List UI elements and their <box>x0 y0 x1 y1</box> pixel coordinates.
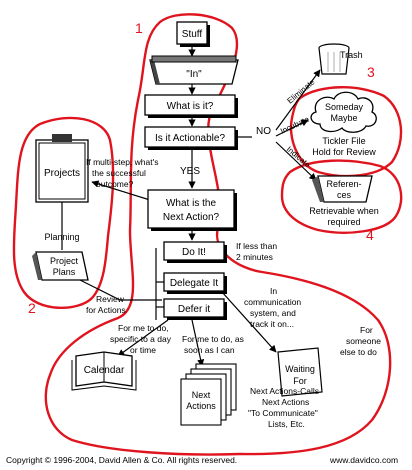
in-tray: "In" <box>149 55 239 85</box>
lists-label-1: Next Actions-Calls <box>250 386 319 396</box>
me-soon-label-1: For me to do, as <box>182 334 244 344</box>
tickler-label-2: Hold for Review <box>312 147 376 157</box>
someone-label-2: someone <box>346 336 381 346</box>
comm-label-2: communication <box>244 297 301 307</box>
references-label-1: Referen- <box>326 179 361 189</box>
planning-label: Planning <box>44 232 79 242</box>
arrow-indicate <box>275 141 317 181</box>
arrow-delegate-waiting <box>221 291 277 353</box>
region-4-outline <box>280 159 403 234</box>
someone-label-3: else to do <box>340 347 377 357</box>
defer-it-label: Defer it <box>178 304 210 315</box>
region-number-4: 4 <box>366 227 374 243</box>
region-2-outline <box>12 116 115 309</box>
project-plans-folder-icon: Project Plans <box>32 251 89 281</box>
multistep-label-3: outcome? <box>96 179 134 189</box>
comm-label-1: In <box>270 286 277 296</box>
region-number-3: 3 <box>367 64 375 80</box>
arrow-eliminate <box>275 69 321 131</box>
someday-maybe-cloud: Someday Maybe <box>310 91 377 133</box>
do-it-label: Do It! <box>182 247 206 258</box>
comm-label-4: track it on... <box>250 319 294 329</box>
next-action-box: What is the Next Action? <box>147 189 237 231</box>
review-label-1: Review <box>96 294 125 304</box>
calendar-label: Calendar <box>84 365 125 376</box>
lists-label-2: Next Actions <box>262 397 309 407</box>
waiting-for-paper-icon: Waiting For <box>277 347 323 397</box>
references-label-2: ces <box>337 190 352 200</box>
someone-label-1: For <box>360 325 373 335</box>
region-3-outline <box>289 86 403 178</box>
projects-label: Projects <box>44 168 80 179</box>
multistep-label-1: If multi-step, what's <box>86 157 158 167</box>
project-plans-label-1: Project <box>50 256 79 266</box>
region-number-2: 2 <box>28 300 36 316</box>
lists-label-4: Lists, Etc. <box>268 419 305 429</box>
actionable-label: Is it Actionable? <box>155 133 225 144</box>
me-day-label-3: or time <box>130 345 156 355</box>
do-it-box: Do It! <box>163 241 227 263</box>
waiting-label-2: For <box>293 376 307 386</box>
calendar-book-icon: Calendar <box>71 351 137 391</box>
next-actions-label-1: Next <box>192 390 211 400</box>
in-label: "In" <box>186 69 202 80</box>
actionable-box: Is it Actionable? <box>144 126 238 150</box>
projects-clipboard-icon: Projects <box>35 134 89 203</box>
lists-label-3: "To Communicate" <box>248 408 318 418</box>
copyright-text: Copyright © 1996-2004, David Allen & Co.… <box>6 455 237 465</box>
no-label: NO <box>256 126 271 137</box>
less2-label-2: 2 minutes <box>236 252 273 262</box>
trash-can-icon: Trash <box>318 43 363 75</box>
me-day-label-1: For me to do, <box>118 323 169 333</box>
delegate-it-box: Delegate It <box>163 272 227 294</box>
retrievable-label-2: required <box>327 217 360 227</box>
review-label-2: for Actions <box>86 305 126 315</box>
next-action-label-1: What is the <box>166 198 216 209</box>
me-soon-label-2: soon as I can <box>184 345 235 355</box>
someday-label-1: Someday <box>325 102 364 112</box>
waiting-label-1: Waiting <box>285 364 315 374</box>
incubate-label: Incubate <box>279 114 311 135</box>
arrow-defer-nextactions <box>191 319 205 367</box>
me-day-label-2: specific to a day <box>110 334 172 344</box>
yes-label: YES <box>180 166 200 177</box>
someday-label-2: Maybe <box>330 113 357 123</box>
less2-label-1: If less than <box>236 241 277 251</box>
website-text: www.davidco.com <box>329 455 398 465</box>
next-actions-stack-icon: Next Actions <box>180 363 237 426</box>
arrow-defer-calendar <box>117 319 169 357</box>
defer-it-box: Defer it <box>163 298 227 320</box>
tickler-label-1: Tickler File <box>322 136 365 146</box>
retrievable-label-1: Retrievable when <box>309 206 379 216</box>
next-action-label-2: Next Action? <box>163 212 220 223</box>
region-number-1: 1 <box>135 20 143 36</box>
what-is-it-box: What is it? <box>144 94 238 118</box>
multistep-label-2: the successful <box>92 168 146 178</box>
stuff-label: Stuff <box>182 29 203 40</box>
comm-label-3: system, and <box>250 308 296 318</box>
trash-label: Trash <box>340 50 363 60</box>
delegate-it-label: Delegate It <box>170 278 219 289</box>
what-is-it-label: What is it? <box>167 101 214 112</box>
next-actions-label-2: Actions <box>186 401 216 411</box>
project-plans-label-2: Plans <box>53 267 76 277</box>
review-line <box>79 279 162 301</box>
stuff-box: Stuff <box>176 21 210 47</box>
arrow-next-projects <box>91 180 151 201</box>
references-folder-icon: Referen- ces <box>312 175 373 203</box>
arrow-incubate <box>275 119 309 137</box>
